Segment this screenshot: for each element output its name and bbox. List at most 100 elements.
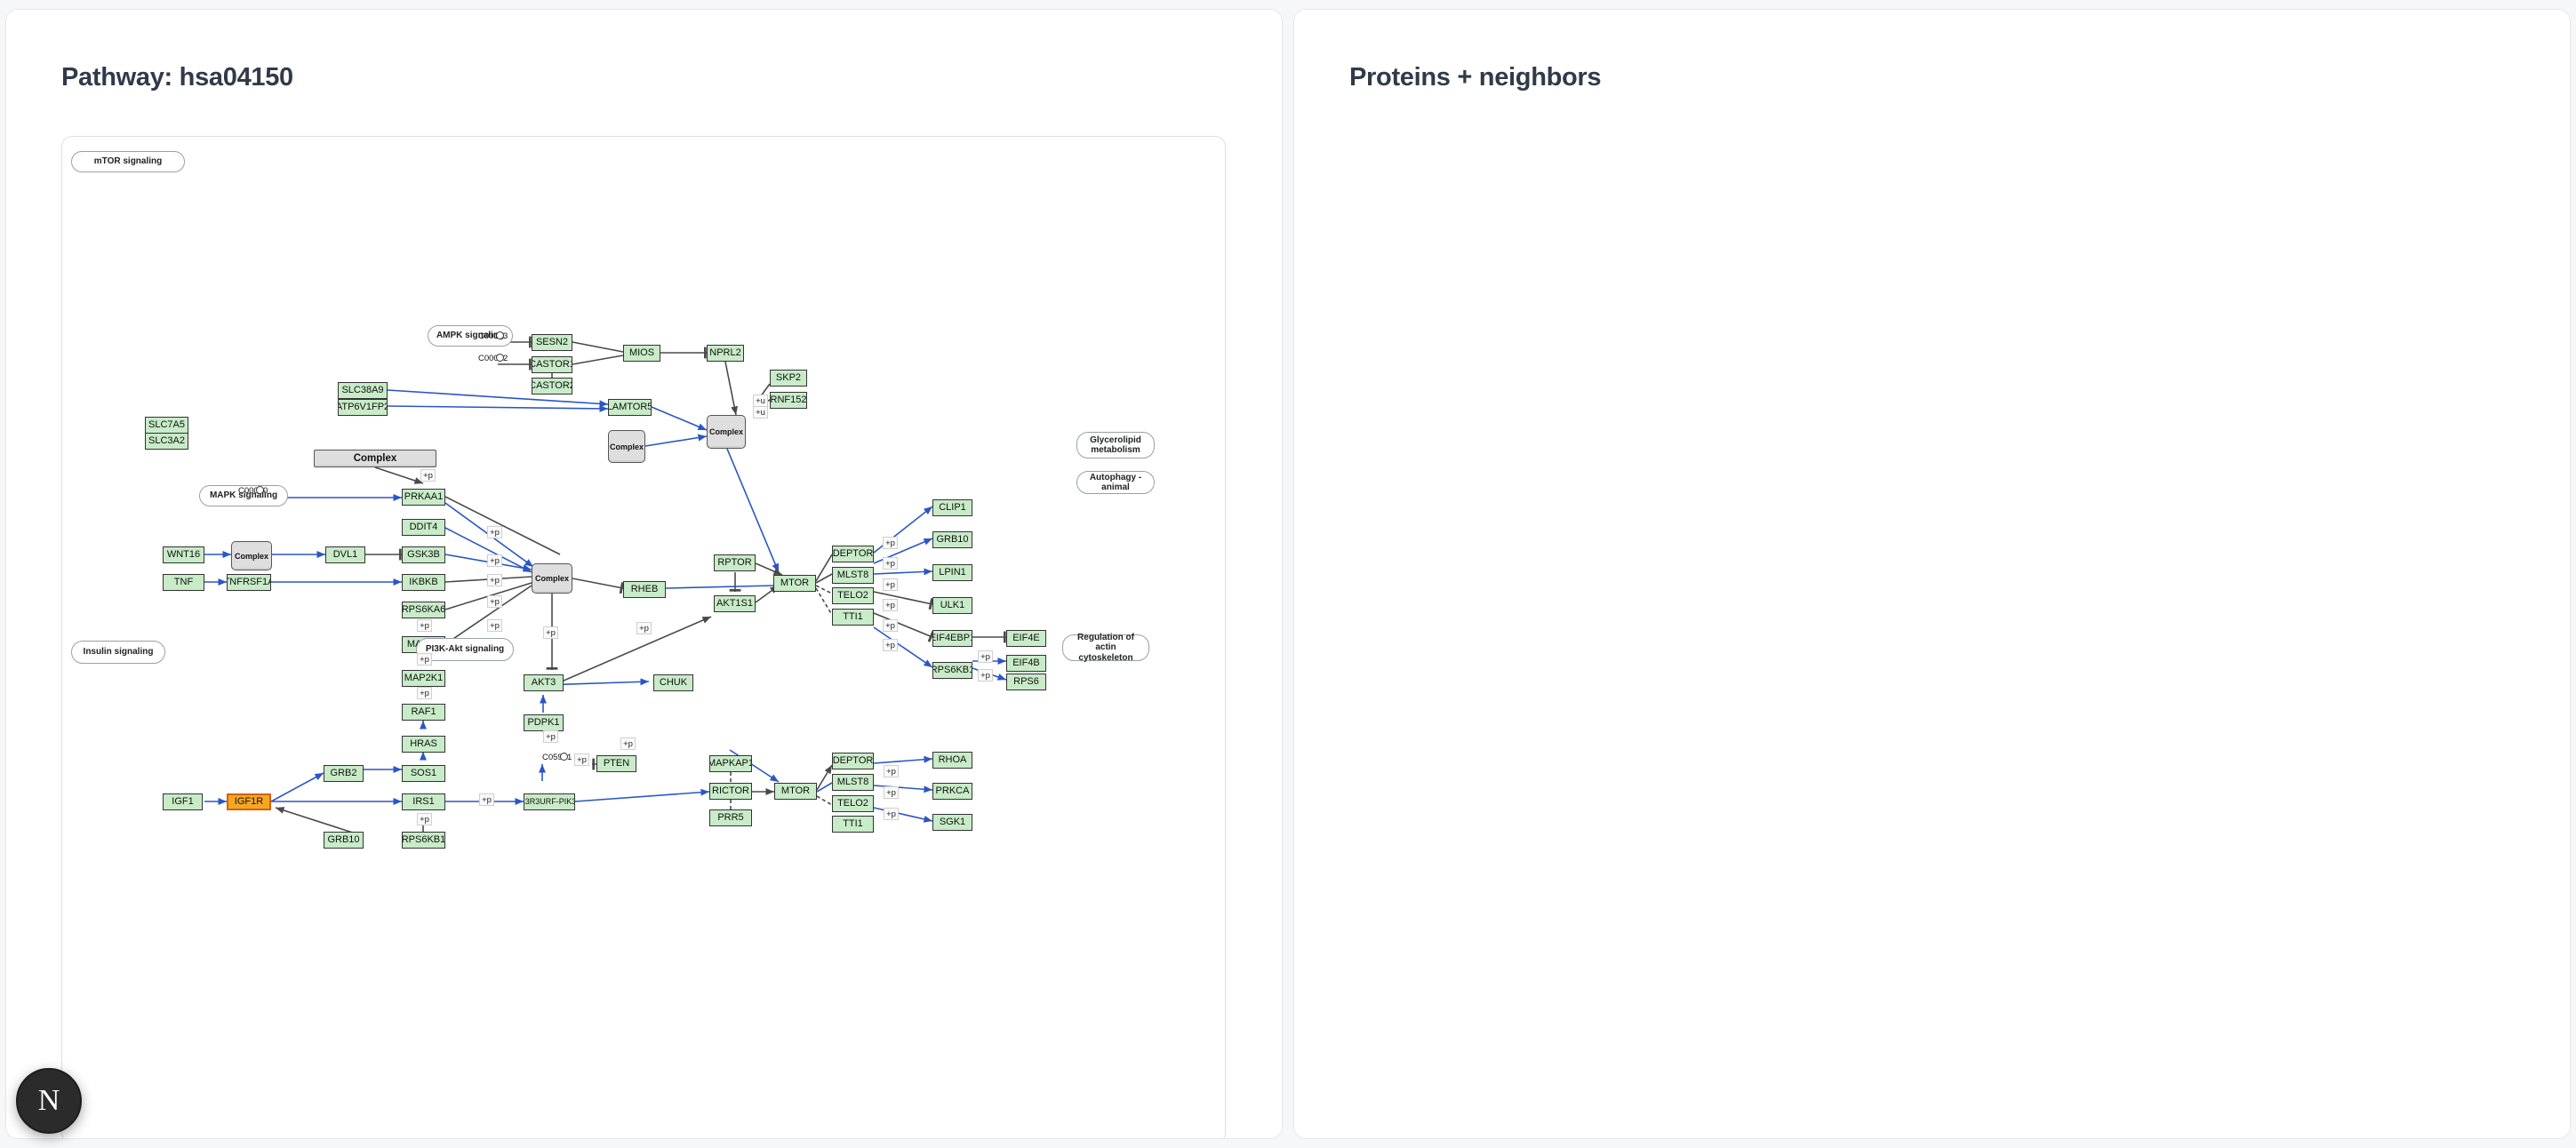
pathway-gene-node[interactable]: SKP2: [770, 370, 807, 387]
pathway-gene-node[interactable]: PDPK1: [524, 714, 564, 731]
pathway-modification-mark: +p: [417, 653, 432, 666]
pathway-gene-node[interactable]: TNFRSF1A: [227, 574, 271, 591]
pathway-map-link[interactable]: mTOR signaling: [71, 151, 185, 172]
pathway-gene-node[interactable]: AKT1S1: [714, 595, 756, 612]
pathway-complex-node[interactable]: Complex: [532, 563, 572, 594]
pathway-gene-node[interactable]: RICTOR: [709, 783, 752, 800]
pathway-gene-node[interactable]: MTOR: [774, 783, 817, 800]
pathway-compound-circle: [560, 753, 568, 761]
pathway-gene-node[interactable]: DDIT4: [402, 519, 445, 536]
pathway-gene-node[interactable]: DEPTOR: [832, 546, 874, 562]
pathway-gene-node[interactable]: RNF152: [770, 392, 807, 409]
pathway-gene-node[interactable]: RPS6KB1: [932, 662, 972, 679]
pathway-gene-node[interactable]: TELO2: [832, 795, 874, 812]
pathway-gene-node[interactable]: LAMTOR5: [608, 399, 652, 416]
pathway-gene-node[interactable]: RPS6KA6: [402, 602, 445, 618]
pathway-complex-node[interactable]: Complex: [608, 430, 645, 463]
pathway-modification-mark: +p: [487, 554, 502, 567]
pathway-gene-node[interactable]: RHOA: [932, 752, 972, 769]
pathway-gene-node[interactable]: HRAS: [402, 736, 445, 753]
pathway-modification-mark: +p: [479, 793, 494, 806]
pathway-gene-node[interactable]: CLIP1: [932, 499, 972, 516]
pathway-gene-node[interactable]: SLC7A5: [145, 417, 188, 434]
pathway-gene-node[interactable]: TNF: [163, 574, 204, 591]
pathway-gene-node[interactable]: PIK3R3URF-PIK3R3: [524, 793, 575, 810]
pathway-gene-node[interactable]: RPS6: [1006, 674, 1046, 690]
pathway-gene-node[interactable]: SLC3A2: [145, 433, 188, 450]
pathway-gene-node[interactable]: TTI1: [832, 816, 874, 833]
pathway-complex-node[interactable]: Complex: [707, 415, 746, 449]
pathway-gene-node[interactable]: CASTOR1: [532, 356, 572, 373]
pathway-modification-mark: +p: [636, 622, 652, 634]
pathway-complex-node[interactable]: Complex: [314, 450, 436, 467]
pathway-map-link[interactable]: MAPK signaling: [199, 485, 288, 506]
pathway-gene-node[interactable]: SESN2: [532, 334, 572, 351]
pathway-modification-mark: +p: [883, 578, 898, 591]
pathway-modification-mark: +p: [883, 619, 898, 632]
pathway-gene-node-highlighted[interactable]: IGF1R: [227, 793, 271, 810]
pathway-modification-mark: +p: [417, 619, 432, 632]
pathway-gene-node[interactable]: PRKAA1: [402, 489, 445, 506]
pathway-gene-node[interactable]: NPRL2: [707, 345, 744, 362]
pathway-gene-node[interactable]: TTI1: [832, 609, 874, 626]
pathway-gene-node[interactable]: MAP2K1: [402, 670, 445, 687]
pathway-gene-node[interactable]: LPIN1: [932, 564, 972, 581]
pathway-map-link[interactable]: Regulation of actin cytoskeleton: [1062, 633, 1149, 663]
pathway-compound-label[interactable]: C00020: [238, 486, 268, 496]
pathway-gene-node[interactable]: RHEB: [623, 581, 666, 598]
pathway-modification-mark: +p: [883, 639, 898, 651]
pathway-gene-node[interactable]: ULK1: [932, 597, 972, 614]
pathway-gene-node[interactable]: EIF4E: [1006, 630, 1046, 647]
pathway-gene-node[interactable]: EIF4EBP1: [932, 630, 972, 647]
pathway-gene-node[interactable]: WNT16: [163, 546, 204, 563]
pathway-gene-node[interactable]: AKT3: [524, 674, 564, 691]
pathway-gene-node[interactable]: ATP6V1FP2: [338, 399, 388, 416]
pathway-gene-node[interactable]: MTOR: [773, 575, 816, 592]
pathway-modification-mark: +u: [753, 406, 768, 419]
pathway-gene-node[interactable]: DVL1: [325, 546, 365, 563]
pathway-map-link[interactable]: Insulin signaling: [71, 641, 165, 664]
pathway-compound-label[interactable]: C00123: [478, 331, 508, 341]
pathway-modification-mark: +p: [884, 808, 899, 820]
pathway-gene-node[interactable]: SLC38A9: [338, 382, 388, 399]
pathway-modification-mark: +p: [884, 786, 899, 799]
pathway-complex-node[interactable]: Complex: [231, 541, 272, 570]
pathway-gene-node[interactable]: IKBKB: [402, 574, 445, 591]
pathway-map-link[interactable]: Glycerolipid metabolism: [1076, 432, 1155, 458]
pathway-gene-node[interactable]: CASTOR2: [532, 378, 572, 395]
pathway-gene-node[interactable]: DEPTOR: [832, 753, 874, 769]
pathway-gene-node[interactable]: EIF4B: [1006, 655, 1046, 672]
page-title: Pathway: hsa04150: [61, 63, 293, 92]
pathway-gene-node[interactable]: PRR5: [709, 809, 752, 826]
pathway-compound-label[interactable]: C00062: [478, 354, 508, 363]
pathway-gene-node[interactable]: RAF1: [402, 704, 445, 721]
pathway-gene-node[interactable]: TELO2: [832, 587, 874, 604]
pathway-gene-node[interactable]: GRB10: [932, 531, 972, 548]
pathway-modification-mark: +p: [883, 599, 898, 611]
pathway-gene-node[interactable]: GSK3B: [402, 546, 445, 563]
pathway-gene-node[interactable]: CHUK: [653, 674, 693, 691]
pathway-gene-node[interactable]: PRKCA: [932, 783, 972, 800]
pathway-gene-node[interactable]: GRB2: [324, 765, 364, 782]
pathway-map-link[interactable]: PI3K-Akt signaling: [416, 638, 514, 661]
pathway-gene-node[interactable]: MLST8: [832, 567, 874, 584]
pathway-modification-mark: +p: [543, 626, 558, 639]
pathway-gene-node[interactable]: MIOS: [623, 345, 660, 362]
pathway-compound-label[interactable]: C05981: [542, 753, 572, 762]
pathway-gene-node[interactable]: RPTOR: [714, 554, 756, 571]
pathway-gene-node[interactable]: SGK1: [932, 814, 972, 831]
pathway-gene-node[interactable]: MAPKAP1: [709, 755, 752, 772]
pathway-gene-node[interactable]: IGF1: [163, 793, 203, 810]
pathway-gene-node[interactable]: IRS1: [402, 793, 445, 810]
pathway-compound-circle: [256, 486, 264, 494]
pathway-map-link[interactable]: Autophagy - animal: [1076, 471, 1155, 494]
pathway-gene-node[interactable]: GRB10: [324, 832, 364, 849]
nextjs-dev-badge[interactable]: N: [16, 1068, 82, 1134]
pathway-gene-node[interactable]: PTEN: [596, 755, 636, 772]
pathway-gene-node[interactable]: SOS1: [402, 765, 445, 782]
pathway-gene-node[interactable]: RPS6KB1: [402, 832, 445, 849]
pathway-gene-node[interactable]: MLST8: [832, 774, 874, 791]
pathway-modification-mark: +p: [487, 574, 502, 586]
